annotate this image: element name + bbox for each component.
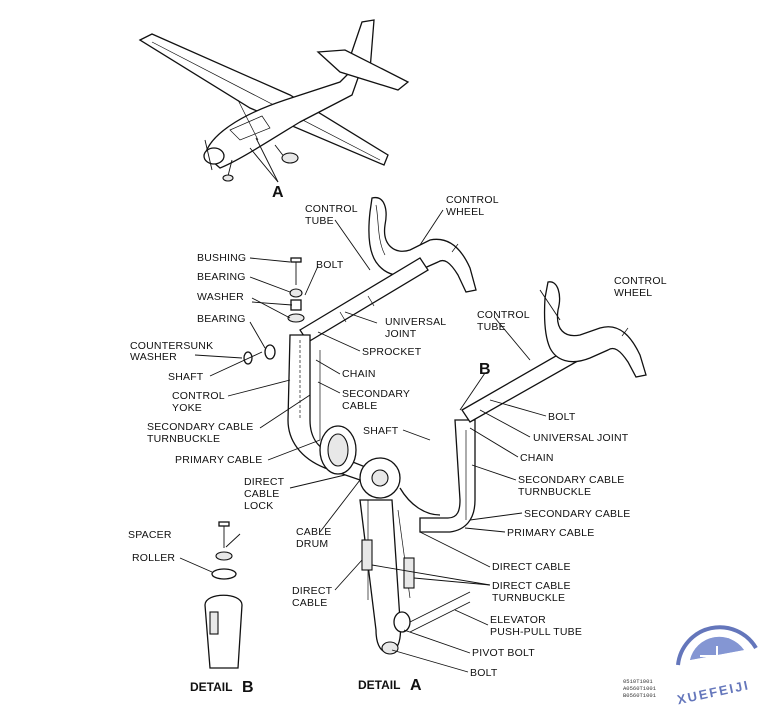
plane-logo-icon [700,646,734,670]
label-universal-joint-left-1: UNIVERSAL [385,316,446,328]
label-countersunk-2: WASHER [130,351,177,363]
label-direct-cable-lock-1: DIRECT [244,476,285,488]
watermark-text: XUEFEIJI [676,677,751,707]
watermark-logo: XUEFEIJI [676,625,758,707]
detail-b-word: DETAIL [190,680,232,694]
label-secondary-cable-left-1: SECONDARY [342,388,410,400]
labels-left-group: CONTROL TUBE CONTROL WHEEL BUSHING BEARI… [128,194,499,609]
bushing-bearing-stack [287,257,305,323]
label-chain-right: CHAIN [520,452,554,464]
reference-numbers: 0510T1001 A0560T1001 B0560T1001 [623,678,657,699]
label-shaft-left: SHAFT [168,371,204,383]
countersunk-washer [243,344,276,365]
cables [319,350,467,600]
label-secondary-cable-right: SECONDARY CABLE [524,508,630,520]
labels-right-group: CONTROL WHEEL CONTROL TUBE BOLT UNIVERSA… [363,275,667,679]
detail-a-letter: A [410,677,422,694]
label-control-tube-left-1: CONTROL [305,203,358,215]
label-sec-turnbuckle-right-2: TURNBUCKLE [518,486,591,498]
label-sec-turnbuckle-left-1: SECONDARY CABLE [147,421,253,433]
label-direct-cable-right: DIRECT CABLE [492,561,571,573]
detail-b-letter: B [242,679,254,696]
label-elevator-2: PUSH-PULL TUBE [490,626,582,638]
label-cable-drum-2: DRUM [296,538,328,550]
label-sec-turnbuckle-left-2: TURNBUCKLE [147,433,220,445]
label-secondary-cable-left-2: CABLE [342,400,377,412]
label-elevator-1: ELEVATOR [490,614,546,626]
label-shaft-right: SHAFT [363,425,399,437]
left-control-wheel [368,197,477,293]
label-direct-turnbuckle-1: DIRECT CABLE [492,580,571,592]
detail-b-illustration [204,521,243,669]
label-washer: WASHER [197,291,244,303]
label-chain-left: CHAIN [342,368,376,380]
detail-a-word: DETAIL [358,678,400,692]
label-control-tube-left-2: TUBE [305,215,334,227]
label-bearing: BEARING [197,313,246,325]
label-bolt-top: BOLT [316,259,344,271]
right-control-wheel [543,281,647,378]
label-countersunk-1: COUNTERSUNK [130,340,213,352]
label-pivot-bolt: PIVOT BOLT [472,647,535,659]
label-direct-turnbuckle-2: TURNBUCKLE [492,592,565,604]
label-direct-cable-lock-2: CABLE [244,488,279,500]
label-control-wheel-left-2: WHEEL [446,206,484,218]
label-bolt-right: BOLT [548,411,576,423]
view-a-callout: A [272,184,284,201]
right-control-yoke [399,419,476,533]
label-control-wheel-right-1: CONTROL [614,275,667,287]
ref-number-1: 0510T1001 [623,678,653,685]
label-spacer: SPACER [128,529,172,541]
label-control-tube-right-2: TUBE [477,321,506,333]
label-sec-turnbuckle-right-1: SECONDARY CABLE [518,474,624,486]
cable-drum [319,425,401,499]
label-primary-cable-left: PRIMARY CABLE [175,454,262,466]
label-control-yoke-1: CONTROL [172,390,225,402]
label-primary-cable-right: PRIMARY CABLE [507,527,594,539]
label-sprocket: SPROCKET [362,346,422,358]
label-bearing-top: BEARING [197,271,246,283]
label-cable-drum-1: CABLE [296,526,331,538]
label-control-wheel-left-1: CONTROL [446,194,499,206]
label-direct-cable-left-1: DIRECT [292,585,333,597]
label-control-tube-right-1: CONTROL [477,309,530,321]
label-control-wheel-right-2: WHEEL [614,287,652,299]
label-direct-cable-lock-3: LOCK [244,500,273,512]
label-roller: ROLLER [132,552,175,564]
label-universal-joint-left-2: JOINT [385,328,417,340]
label-control-yoke-2: YOKE [172,402,202,414]
ref-number-2: A0560T1001 [623,685,657,692]
ref-number-3: B0560T1001 [623,692,657,699]
airplane-illustration [138,19,410,183]
label-universal-joint-right: UNIVERSAL JOINT [533,432,629,444]
label-bolt-bottom: BOLT [470,667,498,679]
view-b-callout: B [479,361,491,378]
leader-lines [179,209,561,673]
label-direct-cable-left-2: CABLE [292,597,327,609]
label-bushing: BUSHING [197,252,246,264]
